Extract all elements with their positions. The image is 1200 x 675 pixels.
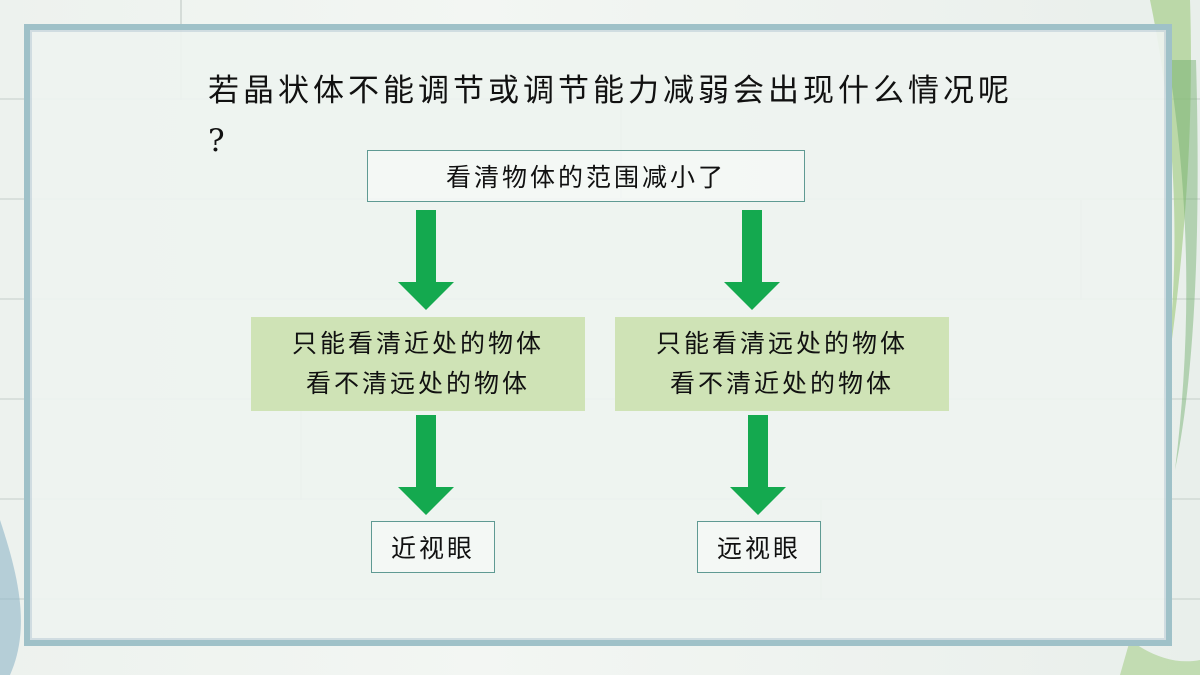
content-frame (24, 24, 1172, 646)
question-line-1: 若晶状体不能调节或调节能力减弱会出现什么情况呢 (208, 73, 1013, 109)
left-condition-line-2: 看不清远处的物体 (305, 369, 530, 398)
right-condition-line-2: 看不清近处的物体 (669, 369, 894, 398)
right-condition-box: 只能看清远处的物体 看不清近处的物体 (615, 317, 949, 411)
hyperopia-box: 远视眼 (697, 521, 821, 573)
arrow-down-icon (398, 210, 454, 310)
arrow-down-icon (398, 415, 454, 515)
question-line-2: ? (208, 123, 229, 159)
left-condition-box: 只能看清近处的物体 看不清远处的物体 (251, 317, 585, 411)
top-box: 看清物体的范围减小了 (367, 150, 805, 202)
question-title: 若晶状体不能调节或调节能力减弱会出现什么情况呢 ? (208, 66, 1028, 166)
right-condition-line-1: 只能看清远处的物体 (655, 329, 908, 358)
arrow-down-icon (724, 210, 780, 310)
arrow-down-icon (730, 415, 786, 515)
myopia-box: 近视眼 (371, 521, 495, 573)
left-condition-line-1: 只能看清近处的物体 (291, 329, 544, 358)
